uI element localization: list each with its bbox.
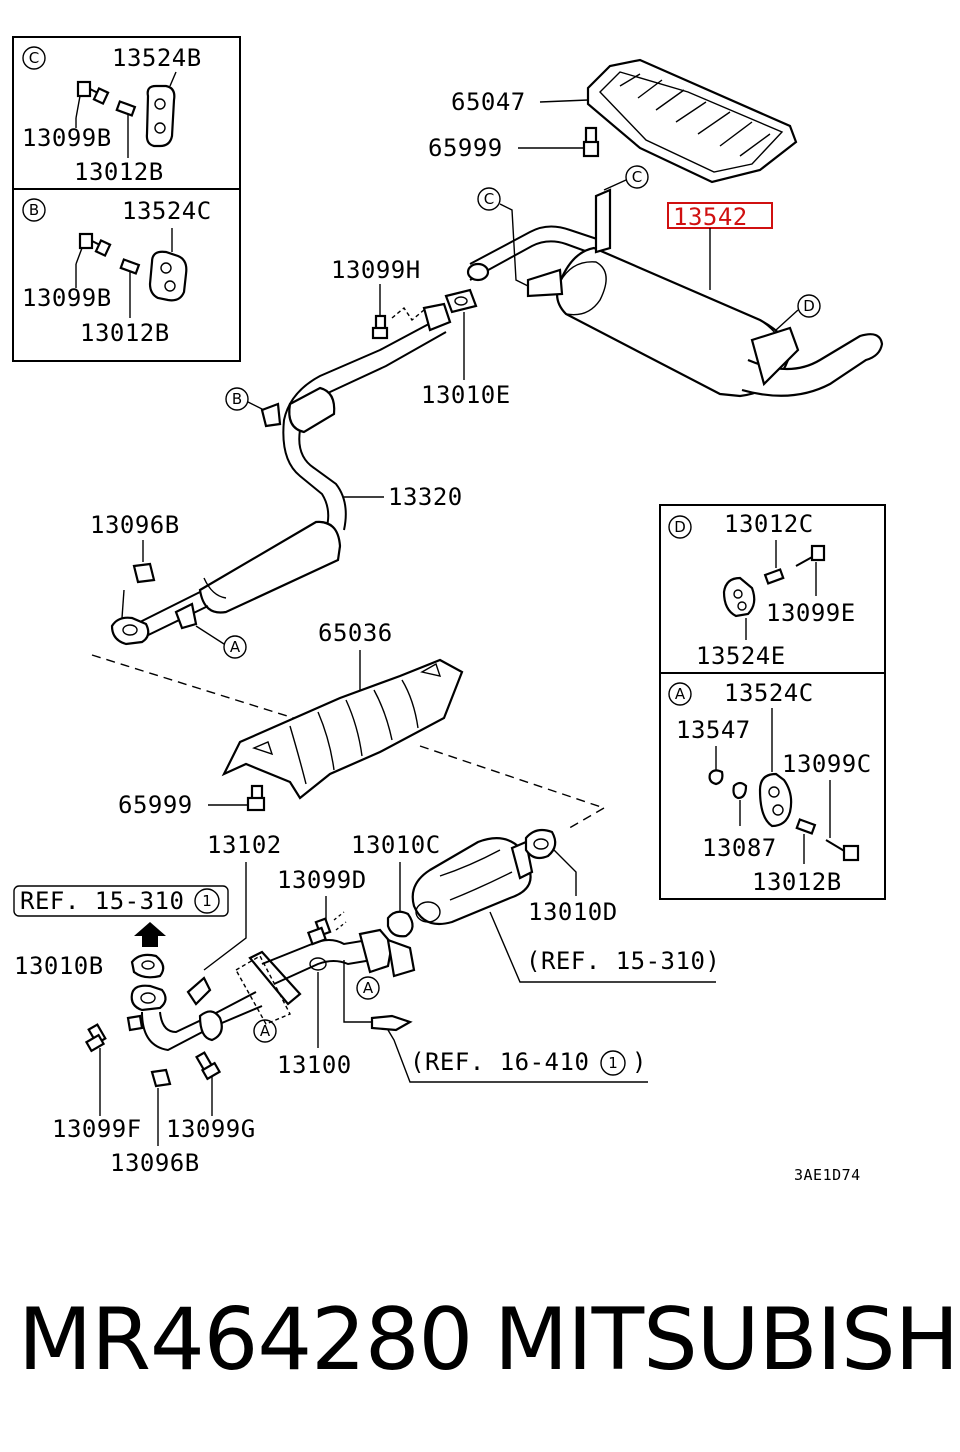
bolt-icon [795, 544, 826, 567]
marker-b: B [232, 390, 242, 408]
label-65036: 65036 [318, 619, 393, 647]
rubber-hanger-icon [758, 772, 793, 828]
manifold-pipe [126, 976, 263, 1052]
label-13010B: 13010B [14, 952, 104, 980]
label-13099D: 13099D [277, 866, 367, 894]
flange-gasket-icon [444, 288, 478, 314]
inset-a-bushing-label: 13547 [676, 716, 751, 744]
bushing-icon [708, 769, 724, 786]
inset-a-pin-label: 13012B [752, 868, 842, 896]
inset-a-marker: A [675, 685, 686, 703]
inset-d-marker: D [674, 518, 686, 536]
gasket-icon [386, 910, 414, 938]
inset-b-hanger-label: 13524C [122, 197, 212, 225]
inset-a: A 13524C 13547 13087 13099C 13012B [659, 672, 886, 900]
bolt-icon [306, 917, 332, 946]
inset-d-pin-label: 13012C [724, 510, 814, 538]
nut-icon [150, 1068, 172, 1088]
label-65047: 65047 [451, 88, 526, 116]
label-13320: 13320 [388, 483, 463, 511]
inset-c-pin-label: 13012B [74, 158, 164, 186]
front-pipe [248, 928, 416, 1006]
inset-a-hanger-label: 13524C [724, 679, 814, 707]
ref-16-410-circle: 1 [608, 1054, 618, 1072]
label-13099G: 13099G [166, 1115, 256, 1143]
main-muffler [466, 188, 884, 398]
label-13542: 13542 [673, 203, 748, 231]
heat-shield-65036 [221, 658, 464, 800]
inset-b: B 13524C 13099B 13012B [22, 197, 212, 347]
inset-d-hanger-label: 13524E [696, 642, 786, 670]
inset-a-bolt-label: 13099C [782, 750, 872, 778]
bolt-icon [582, 126, 600, 158]
center-pipe [110, 302, 452, 646]
label-13010E: 13010E [421, 381, 511, 409]
rubber-hanger-icon [145, 84, 176, 148]
bolt-icon [825, 839, 860, 862]
pin-icon [763, 568, 785, 585]
label-13010D: 13010D [528, 898, 618, 926]
inset-b-marker: B [29, 201, 39, 219]
marker-a-center: A [230, 638, 241, 656]
ref-box [13, 885, 229, 917]
nut-icon [132, 562, 156, 584]
arrow-up-icon [134, 922, 166, 947]
ref-15-310-circle: 1 [202, 892, 212, 910]
washer-icon [732, 781, 748, 800]
brand-name: MITSUBISHI [494, 1290, 960, 1390]
inset-c-marker: C [29, 49, 39, 67]
inset-c-bolt-label: 13099B [22, 124, 112, 152]
bolt-icon [76, 80, 110, 106]
inset-d-bolt-label: 13099E [766, 599, 856, 627]
inset-a-washer-label: 13087 [702, 834, 777, 862]
inset-b-bolt-label: 13099B [22, 284, 112, 312]
part-number: MR464280 [18, 1290, 473, 1390]
inset-c: C 13524B 13099B 13012B [12, 36, 241, 362]
marker-a-front: A [363, 979, 374, 997]
ref-16-410-close: ) [632, 1048, 647, 1076]
bolt-icon [246, 784, 266, 812]
pin-icon [115, 100, 137, 117]
marker-c-left: C [484, 190, 494, 208]
label-13010C: 13010C [351, 831, 441, 859]
marker-c-top: C [632, 168, 642, 186]
heat-shield-65047 [586, 58, 798, 184]
oxygen-sensor-icon [370, 1014, 413, 1032]
label-13102: 13102 [207, 831, 282, 859]
label-13096B-top: 13096B [90, 511, 180, 539]
bolt-icon [195, 1051, 222, 1081]
rubber-hanger-icon [148, 250, 188, 302]
label-13099H: 13099H [331, 256, 421, 284]
label-13096B-bottom: 13096B [110, 1149, 200, 1177]
marker-d: D [803, 297, 815, 315]
label-13099F: 13099F [52, 1115, 142, 1143]
label-65999-top: 65999 [428, 134, 503, 162]
inset-b-pin-label: 13012B [80, 319, 170, 347]
highlight-box [667, 202, 773, 229]
ref-15-310-paren: (REF. 15-310) [526, 947, 720, 975]
ref-16-410: (REF. 16-410 [410, 1048, 589, 1076]
pin-icon [795, 818, 817, 835]
diagram-code: 3AE1D74 [794, 1166, 861, 1184]
label-65999-mid: 65999 [118, 791, 193, 819]
rubber-hanger-icon [722, 576, 756, 618]
pin-icon [119, 258, 141, 275]
bolt-icon [84, 1023, 107, 1053]
inset-d: D 13012C 13099E 13524E [659, 504, 886, 674]
marker-a-manifold: A [260, 1022, 271, 1040]
gasket-icon [524, 828, 557, 860]
label-13100: 13100 [277, 1051, 352, 1079]
bolt-icon [78, 232, 112, 258]
ref-15-310-boxed: REF. 15-310 [20, 887, 184, 915]
inset-c-hanger-label: 13524B [112, 44, 202, 72]
bolt-icon [371, 314, 389, 340]
gasket-icon [130, 953, 165, 979]
